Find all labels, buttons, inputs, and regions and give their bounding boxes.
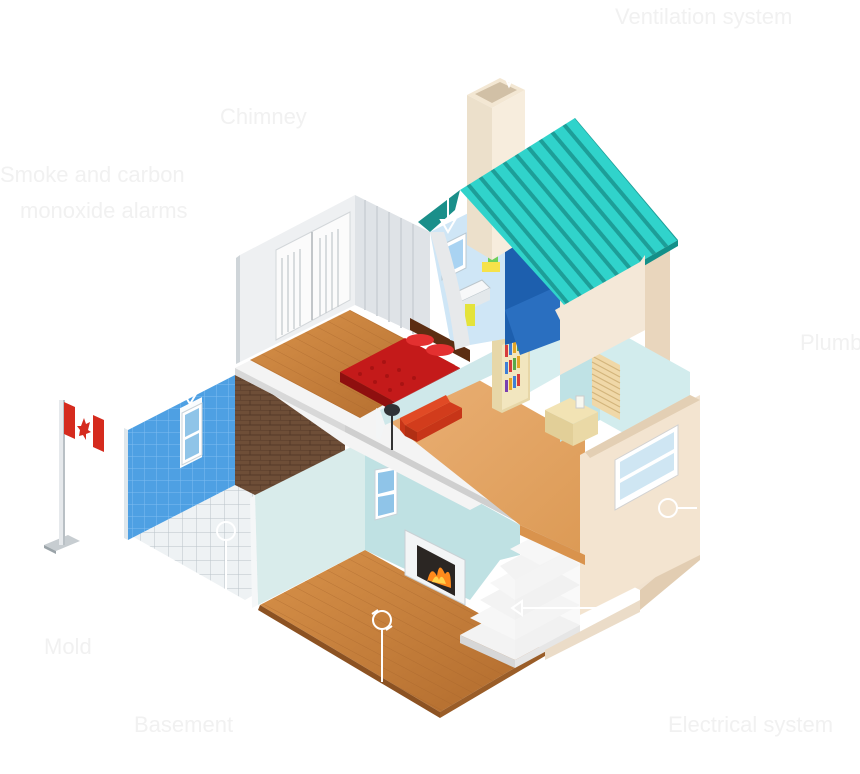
bookshelf bbox=[492, 322, 530, 413]
dresser bbox=[545, 395, 598, 446]
canada-flag-icon bbox=[44, 400, 104, 554]
roof bbox=[460, 118, 678, 306]
wardrobe bbox=[275, 211, 351, 341]
staircase bbox=[460, 529, 580, 668]
callout-markers bbox=[183, 71, 697, 682]
living-room-back-wall bbox=[365, 440, 520, 600]
label-electrical: Electrical system bbox=[668, 712, 834, 737]
bedroom-back-wall bbox=[355, 195, 430, 340]
upper-partition-wall bbox=[380, 352, 492, 425]
red-sofa bbox=[400, 395, 462, 442]
label-basement: Basement bbox=[134, 712, 234, 737]
right-window bbox=[614, 424, 679, 511]
floor-lamp bbox=[384, 404, 400, 450]
fireplace bbox=[404, 529, 466, 606]
blinds-window bbox=[591, 350, 621, 420]
label-mold: Mold bbox=[44, 634, 92, 659]
label-alarms-line2: monoxide alarms bbox=[20, 198, 188, 223]
label-plumbing: Plumbing bbox=[800, 330, 860, 355]
label-ventilation: Ventilation system bbox=[615, 4, 793, 29]
label-chimney: Chimney bbox=[220, 104, 307, 129]
label-alarms-line1: Smoke and carbon bbox=[0, 162, 185, 187]
partition-wall bbox=[255, 440, 365, 605]
